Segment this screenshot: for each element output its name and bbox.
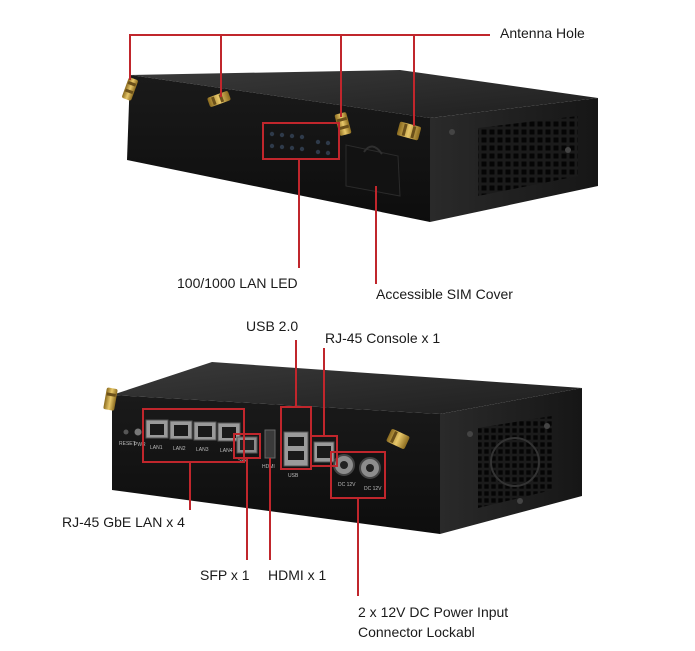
sim-cover-label: Accessible SIM Cover xyxy=(376,286,513,302)
sfp-port-slot xyxy=(240,440,254,450)
lan4-label: LAN4 xyxy=(220,448,233,454)
top-device xyxy=(122,70,598,222)
console-port-slot xyxy=(317,446,331,458)
antenna-hole-label: Antenna Hole xyxy=(500,25,585,41)
bottom-device: RESET PWR LAN1 LAN2 LAN3 LAN4 SFP HDMI U… xyxy=(103,362,582,534)
usb-panel-label: USB xyxy=(288,473,299,479)
callout-line-antenna xyxy=(129,34,490,80)
led-highlight-box xyxy=(262,122,340,160)
lan-led-label: 100/1000 LAN LED xyxy=(177,275,298,291)
gbe-lan-label: RJ-45 GbE LAN x 4 xyxy=(62,514,185,530)
dc-power-label-line2: Connector Lockabl xyxy=(358,624,475,640)
pwr-label: PWR xyxy=(134,442,146,448)
screw-icon xyxy=(467,431,473,437)
lan-highlight-box xyxy=(142,408,245,463)
top-device-lid xyxy=(130,70,598,118)
lan2-label: LAN2 xyxy=(173,446,186,452)
console-label: RJ-45 Console x 1 xyxy=(325,330,441,346)
hdmi-port xyxy=(264,429,276,459)
screw-icon xyxy=(517,498,523,504)
antenna-icon xyxy=(122,77,138,101)
fan-icon xyxy=(490,437,540,487)
usb-port-slot xyxy=(288,437,304,446)
lan1-label: LAN1 xyxy=(150,445,163,451)
dc-right-label: DC 12V xyxy=(364,486,382,492)
sim-cover-notch xyxy=(363,145,383,155)
hdmi-panel-label: HDMI xyxy=(262,464,275,470)
antenna-icon xyxy=(386,429,410,449)
dc-power-label-line1: 2 x 12V DC Power Input xyxy=(358,604,509,620)
top-device-side-vent xyxy=(478,116,578,196)
screw-icon xyxy=(449,129,455,135)
dc-left-label: DC 12V xyxy=(338,482,356,488)
lan3-label: LAN3 xyxy=(196,447,209,453)
bottom-device-lid xyxy=(112,362,582,414)
screw-icon xyxy=(544,423,550,429)
lan-ports xyxy=(145,419,241,442)
lan-led-cluster xyxy=(269,131,331,156)
antenna-icon xyxy=(103,387,118,411)
antenna-icon xyxy=(397,121,421,141)
power-led xyxy=(134,428,142,436)
callout-lines-bottom xyxy=(142,340,386,596)
bottom-device-fan-vent xyxy=(478,416,552,508)
sfp-label: SFP x 1 xyxy=(200,567,250,583)
usb-port-slot xyxy=(288,451,304,460)
antenna-icon xyxy=(207,91,231,107)
reset-button xyxy=(123,429,129,435)
reset-label: RESET xyxy=(119,441,136,447)
callout-lines-top xyxy=(129,34,490,284)
usb-label: USB 2.0 xyxy=(246,318,299,334)
hdmi-label: HDMI x 1 xyxy=(268,567,327,583)
screw-icon xyxy=(565,147,571,153)
